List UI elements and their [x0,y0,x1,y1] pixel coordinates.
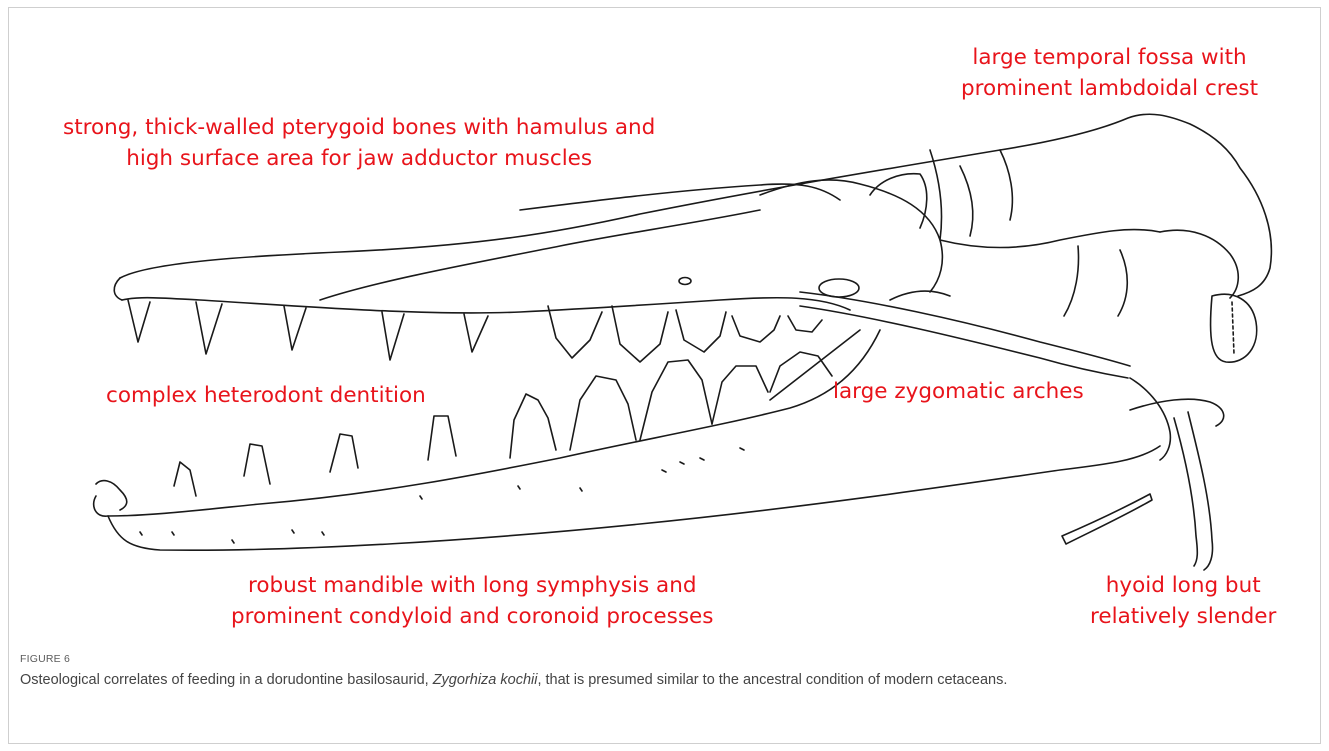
label-temporal-line2: prominent lambdoidal crest [961,73,1258,104]
label-zygomatic: large zygomatic arches [833,376,1084,407]
label-temporal-fossa: large temporal fossa with prominent lamb… [961,42,1258,104]
temporal-fossa [930,150,1160,248]
label-hyoid-line1: hyoid long but [1090,570,1276,601]
upper-jaw-line [122,298,850,313]
figure-label: FIGURE 6 [20,652,1305,666]
braincase [1160,230,1238,298]
caption-text-before: Osteological correlates of feeding in a … [20,672,433,688]
label-hyoid: hyoid long but relatively slender [1090,570,1276,632]
label-dentition: complex heterodont dentition [106,380,426,411]
mandible-ramus [1130,378,1170,460]
skull-illustration: large temporal fossa with prominent lamb… [0,0,1329,640]
label-hyoid-line2: relatively slender [1090,601,1276,632]
label-pterygoid-line1: strong, thick-walled pterygoid bones wit… [63,112,655,143]
label-zygomatic-text: large zygomatic arches [833,376,1084,407]
hyoid [1188,412,1213,570]
caption-species: Zygorhiza kochii [433,672,538,688]
mandible [94,330,880,516]
label-mandible-line2: prominent condyloid and coronoid process… [231,601,713,632]
orbit-region [760,180,942,292]
label-temporal-line1: large temporal fossa with [961,42,1258,73]
label-pterygoid-line2: high surface area for jaw adductor muscl… [63,143,655,174]
upper-teeth [128,300,822,362]
figure-caption: FIGURE 6 Osteological correlates of feed… [20,652,1305,691]
zygomatic-arch [800,292,1130,366]
caption-text: Osteological correlates of feeding in a … [20,670,1305,691]
caption-text-after: , that is presumed similar to the ancest… [537,672,1007,688]
label-dentition-text: complex heterodont dentition [106,380,426,411]
label-mandible: robust mandible with long symphysis and … [231,570,713,632]
lower-teeth [174,352,832,496]
label-pterygoid: strong, thick-walled pterygoid bones wit… [63,112,655,174]
label-mandible-line1: robust mandible with long symphysis and [231,570,713,601]
